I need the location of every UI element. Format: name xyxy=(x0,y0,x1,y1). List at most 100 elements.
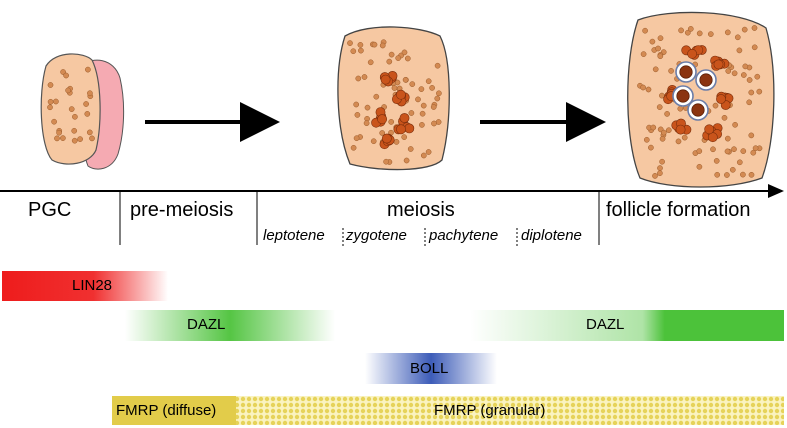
oocyte xyxy=(699,73,713,87)
cytoplasm-dot xyxy=(353,135,360,142)
fmrp-granular-bar xyxy=(236,396,784,425)
cytoplasm-dot xyxy=(436,90,442,97)
cytoplasm-dot xyxy=(89,135,95,142)
cytoplasm-dot xyxy=(395,55,402,61)
boll-bar xyxy=(365,353,497,384)
cytoplasm-dot xyxy=(659,135,666,142)
cytoplasm-dot xyxy=(750,149,757,156)
cytoplasm-dot xyxy=(678,27,684,34)
cytoplasm-dot xyxy=(754,73,761,80)
dazl-late-label: DAZL xyxy=(586,316,625,333)
cytoplasm-dot xyxy=(379,130,386,136)
cytoplasm-dot xyxy=(707,31,714,37)
cytoplasm-dot xyxy=(403,157,410,164)
dazl-early-bar xyxy=(125,310,335,341)
cytoplasm-dot xyxy=(370,138,377,145)
cytoplasm-dot xyxy=(731,70,738,77)
cytoplasm-dot xyxy=(665,127,672,134)
cytoplasm-dot xyxy=(420,102,427,109)
cytoplasm-dot xyxy=(347,40,353,46)
cytoplasm-dot xyxy=(645,86,652,93)
oocyte xyxy=(679,65,693,79)
cytoplasm-dot xyxy=(56,129,62,136)
cytoplasm-dot xyxy=(51,118,57,125)
cytoplasm-dot xyxy=(408,110,415,116)
cytoplasm-dot xyxy=(350,144,357,151)
cytoplasm-dot xyxy=(724,29,731,36)
cytoplasm-dot xyxy=(354,112,361,118)
cytoplasm-dot xyxy=(657,35,664,42)
cytoplasm-dot xyxy=(742,63,749,70)
cytoplasm-dot xyxy=(724,148,731,155)
cytoplasm-dot xyxy=(736,47,743,54)
cytoplasm-dot xyxy=(429,85,435,91)
cytoplasm-dot xyxy=(68,106,75,112)
cytoplasm-dot xyxy=(741,26,748,33)
cytoplasm-dot xyxy=(734,34,741,41)
granule xyxy=(675,124,686,135)
cytoplasm-dot xyxy=(725,68,732,74)
follicle-cell-illustration xyxy=(627,11,775,188)
cytoplasm-dot xyxy=(391,85,398,91)
dazl-early-label: DAZL xyxy=(187,316,226,333)
cytoplasm-dot xyxy=(657,165,663,171)
cytoplasm-dot xyxy=(83,101,89,107)
cytoplasm-dot xyxy=(401,49,408,56)
cytoplasm-dot xyxy=(731,146,737,153)
granule xyxy=(395,89,406,100)
cytoplasm-dot xyxy=(675,138,682,145)
stage-label-follicle: follicle formation xyxy=(606,199,751,221)
cytoplasm-dot xyxy=(696,163,703,170)
cytoplasm-dot xyxy=(379,42,386,49)
cytoplasm-dot xyxy=(724,135,731,142)
cytoplasm-dot xyxy=(77,136,83,142)
cytoplasm-dot xyxy=(54,135,60,142)
granule xyxy=(404,123,415,134)
cytoplasm-dot xyxy=(721,114,728,121)
cytoplasm-dot xyxy=(425,149,432,155)
lin28-bar xyxy=(2,271,168,301)
cytoplasm-dot xyxy=(710,146,716,153)
cytoplasm-dot xyxy=(393,139,400,145)
cytoplasm-dot xyxy=(357,42,364,48)
cytoplasm-dot xyxy=(643,136,650,143)
cytoplasm-dot xyxy=(419,122,425,128)
cytoplasm-dot xyxy=(47,98,54,105)
cytoplasm-dot xyxy=(664,111,670,117)
cytoplasm-dot xyxy=(358,47,364,54)
cytoplasm-dot xyxy=(363,120,370,127)
cytoplasm-dot xyxy=(677,105,684,112)
cytoplasm-dot xyxy=(748,132,755,139)
cytoplasm-dot xyxy=(425,78,432,85)
cytoplasm-dot xyxy=(642,27,648,34)
cytoplasm-dot xyxy=(648,144,654,151)
cytoplasm-dot xyxy=(714,171,721,178)
cytoplasm-dot xyxy=(655,45,661,52)
cytoplasm-dot xyxy=(367,59,374,66)
cytoplasm-dot xyxy=(434,95,441,102)
cytoplasm-dot xyxy=(732,121,738,128)
cytoplasm-dot xyxy=(681,134,688,141)
lin28-label: LIN28 xyxy=(72,277,113,294)
fmrp-diffuse-label: FMRP (diffuse) xyxy=(116,402,217,419)
cytoplasm-dot xyxy=(656,104,663,110)
cytoplasm-dot xyxy=(371,41,378,48)
cytoplasm-dot xyxy=(431,120,437,127)
cytoplasm-dot xyxy=(756,88,763,95)
cytoplasm-dot xyxy=(430,104,437,110)
cytoplasm-dot xyxy=(401,134,408,140)
cytoplasm-dot xyxy=(86,129,93,136)
cytoplasm-dot xyxy=(724,172,730,178)
cytoplasm-dot xyxy=(696,148,703,154)
cytoplasm-dot xyxy=(63,72,69,79)
cytoplasm-dot xyxy=(660,129,667,136)
dazl-late-bar xyxy=(470,310,784,341)
cytoplasm-dot xyxy=(350,48,357,55)
cytoplasm-dot xyxy=(47,104,53,111)
cytoplasm-dot xyxy=(696,30,703,37)
cytoplasm-dot xyxy=(652,173,658,179)
cytoplasm-dot xyxy=(668,68,674,74)
cytoplasm-dot xyxy=(85,66,91,73)
cytoplasm-dot xyxy=(640,84,646,91)
